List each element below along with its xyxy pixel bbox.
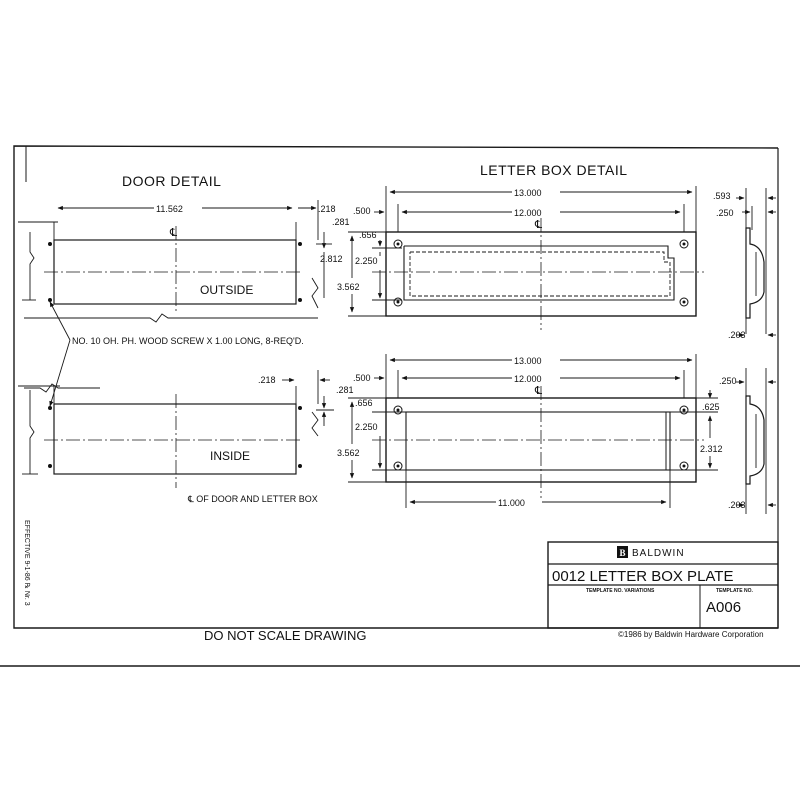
lb-top-hole-spacing: 12.000	[514, 208, 542, 218]
lb-bottom-slot-width: 11.000	[498, 498, 525, 508]
door-slot-offset-top: .281	[332, 217, 350, 227]
template-no-label: TEMPLATE NO.	[716, 588, 753, 594]
screw-note: NO. 10 OH. PH. WOOD SCREW X 1.00 LONG, 8…	[72, 336, 304, 346]
side-inset-bottom: .250	[719, 376, 737, 386]
baldwin-logo-letter: B	[620, 548, 626, 558]
door-centerline-symbol: ℄	[169, 227, 177, 239]
side-view-bottom	[745, 368, 767, 514]
inside-label: INSIDE	[210, 449, 250, 463]
lb-bottom-overall-height: 3.562	[337, 448, 360, 458]
lb-bottom-right-offset: .625	[702, 402, 720, 412]
copyright-note: ©1986 by Baldwin Hardware Corporation	[618, 630, 764, 639]
door-edge-dim-bottom: .218	[258, 375, 276, 385]
side-depth-top: .593	[713, 191, 731, 201]
side-thickness-bottom: .203	[728, 500, 746, 510]
door-height-dim: 2.812	[320, 254, 343, 264]
lb-top-slot-height: 2.250	[355, 256, 378, 266]
door-width-dim: 11.562	[156, 204, 183, 214]
lb-bottom-slot-height: 2.250	[355, 422, 378, 432]
lb-bottom-overall-width: 13.000	[514, 356, 542, 366]
effective-note: EFFECTIVE 9-1-86 ℞ Nr. 3	[23, 520, 31, 606]
baldwin-logo	[617, 546, 628, 558]
template-number: A006	[706, 599, 741, 616]
door-edge-dim-top: .218	[318, 204, 336, 214]
title-block: B BALDWIN 0012 LETTER BOX PLATE TEMPLATE…	[547, 541, 779, 629]
letter-box-centerline-symbol: ℄	[534, 219, 542, 231]
drawing-title: 0012 LETTER BOX PLATE	[552, 568, 733, 585]
lb-top-hole-to-slot: .656	[359, 230, 377, 240]
letter-box-bottom-centerline-symbol: ℄	[534, 385, 542, 397]
lb-bottom-left-offset: .500	[353, 373, 371, 383]
lb-top-left-offset: .500	[353, 206, 371, 216]
brand-name: BALDWIN	[632, 548, 685, 559]
door-detail-heading: DOOR DETAIL	[122, 173, 221, 189]
lb-bottom-hole-spacing: 12.000	[514, 374, 542, 384]
letter-box-bottom-view: ℄	[372, 354, 704, 508]
door-slot-offset-bottom: .281	[336, 385, 354, 395]
door-inside-view: INSIDE	[18, 370, 319, 488]
do-not-scale-warning: DO NOT SCALE DRAWING	[204, 628, 367, 643]
outside-label: OUTSIDE	[200, 283, 253, 297]
side-view-top	[745, 188, 767, 334]
lb-bottom-hole-to-slot: .656	[355, 398, 373, 408]
letter-box-detail-heading: LETTER BOX DETAIL	[480, 162, 628, 178]
variations-label: TEMPLATE NO. VARIATIONS	[586, 588, 655, 594]
lb-top-overall-width: 13.000	[514, 188, 542, 198]
lb-top-overall-height: 3.562	[337, 282, 360, 292]
side-thickness-top: .203	[728, 330, 746, 340]
side-inset-top: .250	[716, 208, 734, 218]
door-outside-view: OUTSIDE ℄	[18, 200, 319, 323]
centerline-note: ℄ OF DOOR AND LETTER BOX	[187, 494, 318, 504]
lb-bottom-inner-height: 2.312	[700, 444, 723, 454]
